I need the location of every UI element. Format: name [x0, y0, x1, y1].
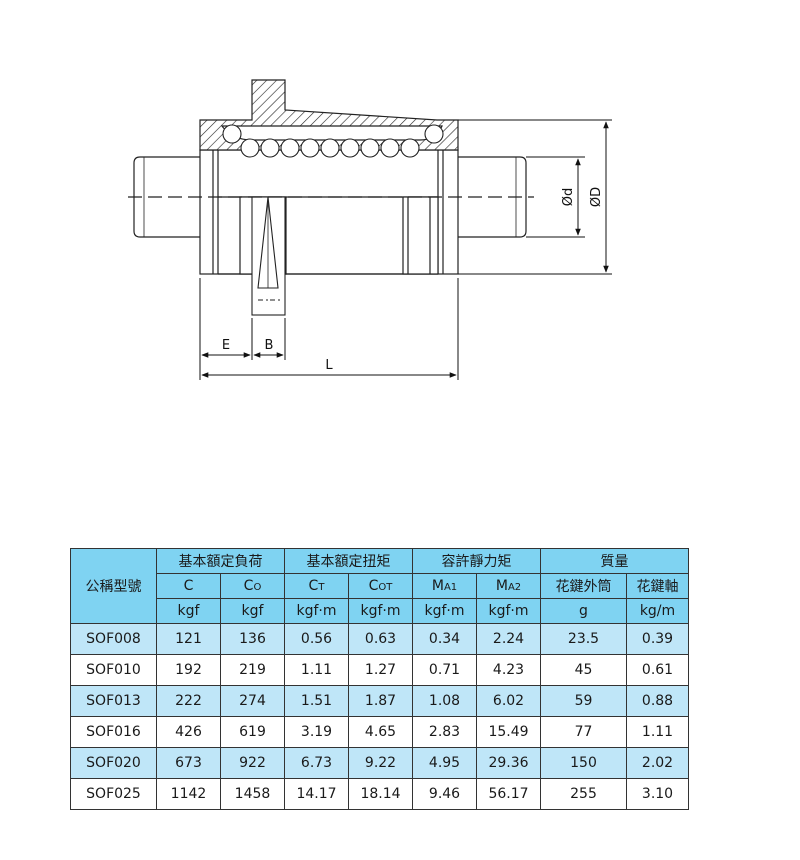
cell-ma2: 15.49 [476, 716, 541, 748]
cell-c0: 619 [220, 716, 285, 748]
ball-row [222, 124, 444, 158]
cell-ma1: 4.95 [412, 747, 477, 779]
group-basic-torque: 基本額定扭矩 [284, 548, 413, 574]
cell-c0: 922 [220, 747, 285, 779]
dim-label-B: B [265, 338, 274, 353]
cell-outer: 23.5 [540, 623, 627, 655]
unit-cot: kgf·m [348, 598, 413, 624]
cell-shaft: 0.61 [626, 654, 689, 686]
cell-cot: 4.65 [348, 716, 413, 748]
cell-ma1: 0.34 [412, 623, 477, 655]
unit-outer: g [540, 598, 627, 624]
cell-ma2: 29.36 [476, 747, 541, 779]
cell-ct: 1.11 [284, 654, 349, 686]
col-ma2: MA2 [476, 573, 541, 599]
unit-c0: kgf [220, 598, 285, 624]
cell-ct: 14.17 [284, 778, 349, 810]
group-static-moment: 容許靜力矩 [412, 548, 541, 574]
cell-c0: 219 [220, 654, 285, 686]
dim-label-L: L [325, 358, 333, 373]
cell-c: 121 [156, 623, 221, 655]
cell-ma1: 1.08 [412, 685, 477, 717]
cell-c: 1142 [156, 778, 221, 810]
cell-outer: 45 [540, 654, 627, 686]
col-c0: CO [220, 573, 285, 599]
group-basic-load: 基本額定負荷 [156, 548, 285, 574]
unit-shaft: kg/m [626, 598, 689, 624]
cell-c: 673 [156, 747, 221, 779]
dim-label-D: ØD [589, 187, 604, 207]
cell-model: SOF020 [70, 747, 157, 779]
cell-cot: 9.22 [348, 747, 413, 779]
unit-c: kgf [156, 598, 221, 624]
col-ct: CT [284, 573, 349, 599]
cell-cot: 1.87 [348, 685, 413, 717]
col-shaft: 花鍵軸 [626, 573, 689, 599]
cell-cot: 0.63 [348, 623, 413, 655]
cell-cot: 1.27 [348, 654, 413, 686]
unit-ma2: kgf·m [476, 598, 541, 624]
dim-label-E: E [222, 338, 230, 353]
cell-ct: 1.51 [284, 685, 349, 717]
key-wedge [251, 196, 286, 316]
cell-ma1: 2.83 [412, 716, 477, 748]
col-ma1: MA1 [412, 573, 477, 599]
cell-model: SOF010 [70, 654, 157, 686]
col-cot: COT [348, 573, 413, 599]
cell-ma1: 0.71 [412, 654, 477, 686]
cell-c0: 274 [220, 685, 285, 717]
cell-model: SOF025 [70, 778, 157, 810]
cell-ct: 0.56 [284, 623, 349, 655]
cell-c: 222 [156, 685, 221, 717]
cell-shaft: 0.39 [626, 623, 689, 655]
cell-model: SOF016 [70, 716, 157, 748]
cell-cot: 18.14 [348, 778, 413, 810]
cell-outer: 77 [540, 716, 627, 748]
cell-c: 426 [156, 716, 221, 748]
cell-ma2: 6.02 [476, 685, 541, 717]
cell-outer: 255 [540, 778, 627, 810]
spline-nut-drawing: Ød ØD E B L [128, 79, 612, 380]
cell-ma1: 9.46 [412, 778, 477, 810]
cell-ma2: 4.23 [476, 654, 541, 686]
model-header: 公稱型號 [70, 548, 157, 624]
cell-model: SOF013 [70, 685, 157, 717]
unit-ma1: kgf·m [412, 598, 477, 624]
cell-model: SOF008 [70, 623, 157, 655]
cell-outer: 59 [540, 685, 627, 717]
group-mass: 質量 [540, 548, 689, 574]
cell-c0: 136 [220, 623, 285, 655]
spec-table: 公稱型號 基本額定負荷 基本額定扭矩 容許靜力矩 質量 C CO CT COT … [70, 548, 689, 810]
cell-c: 192 [156, 654, 221, 686]
dimension-lines [199, 119, 612, 380]
unit-ct: kgf·m [284, 598, 349, 624]
dim-label-d: Ød [561, 188, 576, 206]
cell-ma2: 56.17 [476, 778, 541, 810]
cell-ct: 6.73 [284, 747, 349, 779]
outer-sleeve [199, 149, 459, 275]
cell-c0: 1458 [220, 778, 285, 810]
cell-outer: 150 [540, 747, 627, 779]
cell-shaft: 1.11 [626, 716, 689, 748]
col-outer: 花鍵外筒 [540, 573, 627, 599]
cell-shaft: 0.88 [626, 685, 689, 717]
cell-shaft: 2.02 [626, 747, 689, 779]
cell-ma2: 2.24 [476, 623, 541, 655]
cell-ct: 3.19 [284, 716, 349, 748]
cell-shaft: 3.10 [626, 778, 689, 810]
col-c: C [156, 573, 221, 599]
